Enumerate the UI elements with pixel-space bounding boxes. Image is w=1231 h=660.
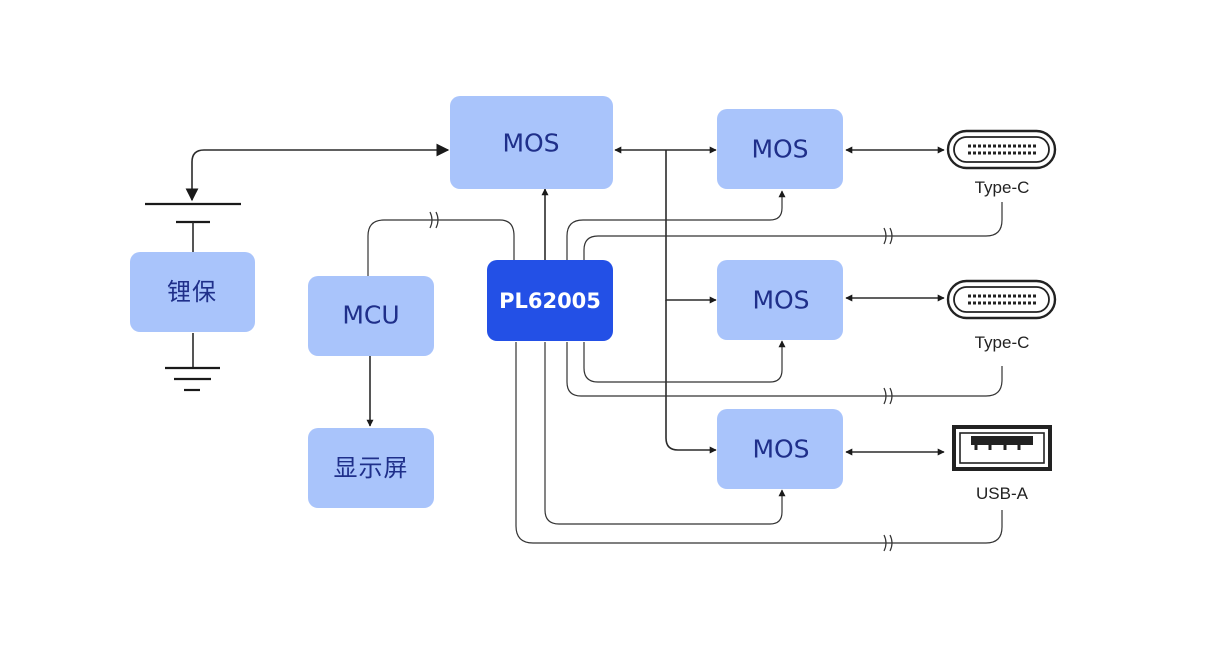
port-1-label: Type-C — [975, 178, 1030, 197]
sense-port-2 — [566, 342, 1003, 397]
battery-protect-label: 锂保 — [167, 278, 217, 306]
connections — [145, 143, 1003, 552]
port-3-label: USB-A — [976, 484, 1029, 503]
controller-block: PL62005 — [487, 260, 613, 341]
usb-a-port-icon — [952, 425, 1052, 471]
mos-3-label: MOS — [752, 435, 809, 464]
mos-top-label: MOS — [502, 129, 559, 158]
mos-2-block: MOS — [717, 260, 843, 340]
drive-mos-3 — [544, 342, 786, 525]
controller-label: PL62005 — [499, 289, 601, 313]
sense-port-1 — [583, 202, 1003, 260]
bus-to-mos-3 — [665, 300, 717, 454]
sense-port-3 — [515, 342, 1003, 544]
type-c-port-icon — [946, 129, 1057, 170]
battery-to-mos-line — [185, 143, 450, 202]
drive-mos-1 — [566, 190, 786, 260]
mos-1-label: MOS — [751, 135, 808, 164]
battery-protect-block: 锂保 — [130, 252, 255, 332]
mos-3-block: MOS — [717, 409, 843, 489]
mcu-label: MCU — [342, 301, 399, 330]
mos-1-block: MOS — [717, 109, 843, 189]
drive-mos-2 — [583, 340, 786, 383]
display-label: 显示屏 — [334, 454, 409, 482]
mos-top-block: MOS — [450, 96, 613, 189]
mcu-block: MCU — [308, 276, 434, 356]
mos-2-label: MOS — [752, 286, 809, 315]
bus-to-mos-2 — [665, 150, 717, 304]
display-block: 显示屏 — [308, 428, 434, 508]
mcu-to-controller-line — [367, 219, 515, 276]
type-c-port-icon — [946, 279, 1057, 320]
break-marks — [429, 211, 893, 552]
port-2-label: Type-C — [975, 333, 1030, 352]
